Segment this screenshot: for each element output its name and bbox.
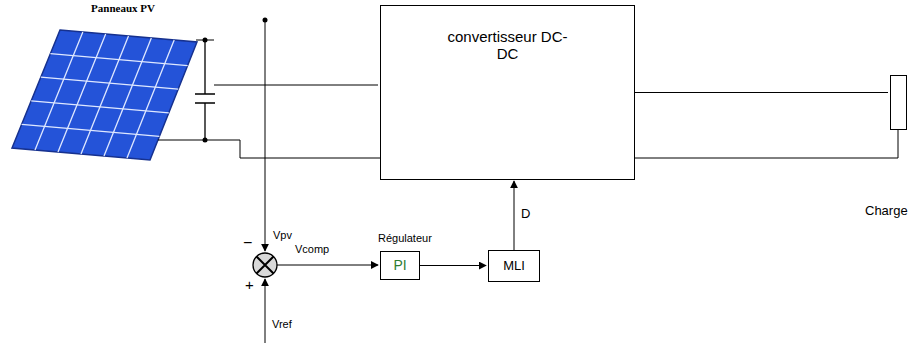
pv-panel-group: Panneaux PV [0,0,214,170]
signal-name: Vcomp [295,243,329,255]
pi-controller-box: RégulateurPI [380,251,420,280]
box-text: MLI [503,259,525,274]
sign-symbol: + [245,277,254,294]
signal-name: Vref [272,318,292,330]
sign-symbol: − [243,234,252,252]
signal-name: D [519,207,532,221]
wire-connector [420,265,486,266]
box-heading: Charge [865,204,908,219]
pwm-box: MLI [488,250,540,282]
bottom-wire [158,140,380,158]
wire-connector [514,181,515,250]
wire-connector [214,85,378,86]
capacitor-symbol [195,40,215,140]
wire-connector [635,92,888,93]
box-text: PI [393,257,406,273]
summing-cross [257,257,274,274]
vref-wire [265,279,266,343]
converter-box: convertisseur DC-DC [380,5,635,180]
pv-cell-grid [22,32,188,158]
box-heading: Régulateur [378,232,432,245]
junction-dot [203,138,208,143]
summing-junction [253,253,277,277]
box-text: convertisseur DC-DC [443,28,573,63]
box-heading: Panneaux PV [90,2,156,14]
vpv-wire [265,20,266,251]
junction-dot [203,38,208,43]
load-resistor: Charge [890,75,907,130]
output-bottom-wire [635,130,898,158]
error-wire [277,265,378,266]
signal-name: Vpv [273,229,292,241]
